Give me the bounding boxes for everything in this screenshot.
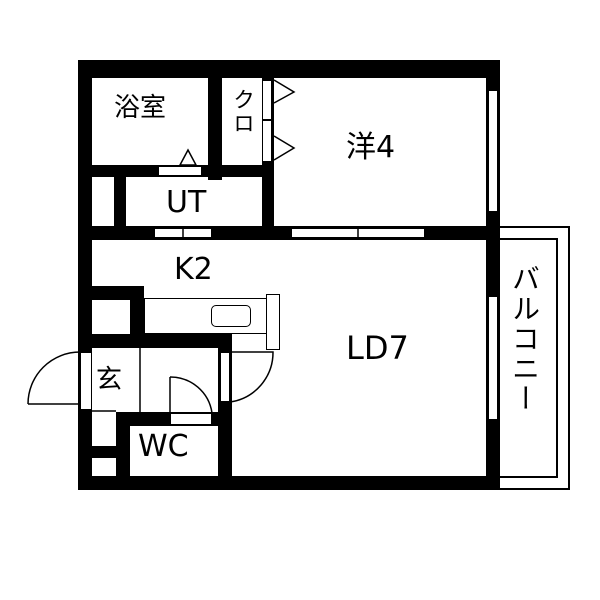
left-storage-upper bbox=[92, 426, 114, 446]
wall-wc-left bbox=[116, 412, 130, 482]
wall-left bbox=[78, 60, 92, 490]
kitchen-storage bbox=[92, 300, 130, 332]
living-door-jamb bbox=[220, 352, 230, 402]
wall-bath-right bbox=[208, 60, 222, 180]
room-label-entrance: 玄 bbox=[96, 365, 123, 395]
ut-door bbox=[154, 228, 212, 238]
bath-door bbox=[158, 166, 202, 176]
wall-mid-horizontal bbox=[78, 226, 500, 240]
kitchen-counter bbox=[144, 298, 270, 334]
left-storage-lower bbox=[92, 458, 114, 476]
room-label-western-room: 洋4 bbox=[346, 130, 396, 165]
wall-left-shelf bbox=[92, 446, 116, 458]
window-western-room bbox=[488, 90, 498, 212]
wall-top bbox=[78, 60, 500, 78]
room-label-closet: クロ bbox=[229, 88, 254, 136]
kitchen-counter-return bbox=[266, 294, 280, 350]
balcony-inner bbox=[498, 238, 558, 478]
kitchen-sink-icon bbox=[211, 305, 251, 327]
room-label-utility: UT bbox=[166, 185, 207, 220]
western-room-door bbox=[291, 228, 425, 238]
wall-entrance-top bbox=[92, 334, 232, 348]
wall-bottom bbox=[78, 476, 500, 490]
room-label-bath: 浴室 bbox=[114, 93, 167, 123]
closet-door-upper bbox=[262, 80, 272, 120]
closet-door-lower bbox=[262, 120, 272, 162]
wall-ut-left bbox=[114, 165, 126, 240]
room-label-toilet: WC bbox=[138, 429, 189, 464]
ut-left-storage bbox=[92, 180, 112, 224]
room-label-living-dining: LD7 bbox=[346, 329, 409, 367]
room-label-kitchen: K2 bbox=[174, 252, 213, 287]
room-label-balcony: バルコニー bbox=[508, 264, 541, 414]
window-living bbox=[488, 296, 498, 420]
entrance-door-jamb bbox=[80, 352, 92, 410]
wc-door bbox=[170, 413, 212, 425]
wall-kitchen-block-right bbox=[130, 286, 144, 336]
